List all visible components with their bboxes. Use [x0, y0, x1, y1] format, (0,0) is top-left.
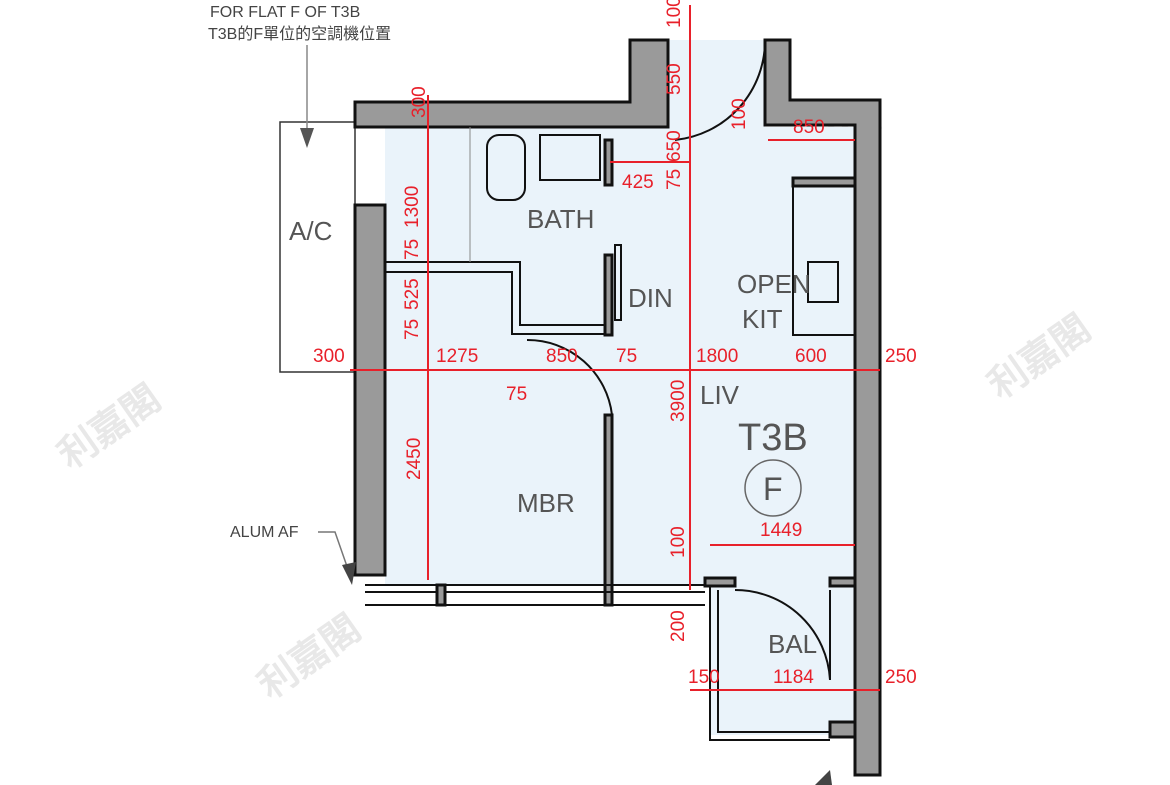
dimension-lines	[350, 5, 880, 691]
dim-label: 3900	[668, 380, 689, 422]
dim-label: 100	[668, 526, 689, 558]
flat-label: F	[763, 471, 783, 507]
dim-label: 650	[664, 130, 685, 162]
dim-label: 100	[729, 98, 750, 130]
dim-label: 425	[622, 172, 654, 193]
ac-note-en: FOR FLAT F OF T3B	[210, 4, 360, 21]
dim-label: 75	[506, 384, 527, 405]
room-kit: KIT	[742, 304, 783, 334]
dim-label: 1800	[696, 346, 738, 367]
dim-label: 300	[313, 346, 345, 367]
room-liv: LIV	[700, 380, 740, 410]
watermark: 利嘉閣	[981, 308, 1098, 408]
dim-label: 850	[546, 346, 578, 367]
room-ac: A/C	[289, 216, 332, 246]
dimension-labels: 100 550 100 650 75 425 850 300 1300 75 5…	[313, 0, 917, 688]
dim-label: 75	[664, 169, 685, 190]
dim-label: 75	[616, 346, 637, 367]
dim-label: 850	[793, 117, 825, 138]
dim-label: 200	[668, 610, 689, 642]
watermark: 利嘉閣	[251, 608, 368, 708]
dim-label: 100	[664, 0, 685, 28]
walls	[353, 38, 882, 777]
dim-label: 1300	[402, 186, 423, 228]
arrow-icon	[342, 562, 356, 585]
room-din: DIN	[628, 283, 673, 313]
alum-af-note: ALUM AF	[230, 524, 299, 541]
room-bal: BAL	[768, 629, 817, 659]
flat-circle	[744, 459, 802, 517]
dim-label: 525	[402, 278, 423, 310]
room-mbr: MBR	[517, 488, 575, 518]
alum-leader	[318, 531, 351, 576]
dim-label: 550	[664, 63, 685, 95]
floor-area	[385, 40, 855, 735]
dim-label: 1184	[773, 667, 814, 688]
ac-note-zh: T3B的F單位的空調機位置	[208, 25, 391, 43]
dim-label: 2450	[404, 438, 425, 480]
dim-label: 75	[402, 239, 423, 260]
arrow-icon	[815, 770, 832, 785]
room-bath: BATH	[527, 204, 594, 234]
dim-label: 75	[402, 319, 423, 340]
dim-label: 250	[885, 667, 917, 688]
dim-label: 150	[688, 667, 720, 688]
dim-label: 1275	[436, 346, 478, 367]
dim-label: 300	[409, 86, 430, 118]
tower-label: T3B	[738, 417, 808, 459]
room-labels: A/C BATH DIN OPEN KIT LIV T3B F MBR BAL	[289, 204, 817, 659]
room-open: OPEN	[737, 269, 811, 299]
ac-platform	[279, 121, 356, 373]
arrow-icon	[300, 128, 314, 148]
dim-label: 600	[795, 346, 827, 367]
dim-label: 250	[885, 346, 917, 367]
watermark: 利嘉閣	[51, 378, 168, 478]
dim-label: 1449	[760, 520, 802, 541]
